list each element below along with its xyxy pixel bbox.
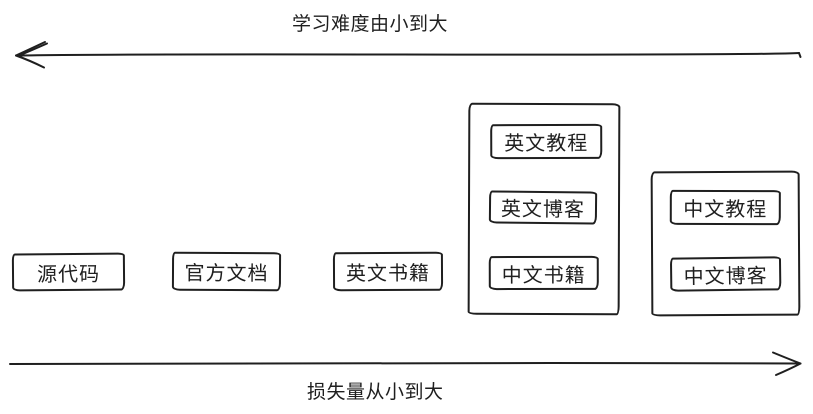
box-chinese-blogs: 中文博客 — [669, 256, 782, 292]
box-english-blogs: 英文博客 — [488, 190, 598, 225]
box-official-docs-label: 官方文档 — [184, 262, 269, 286]
left-arrow-icon — [15, 41, 802, 69]
box-english-tutorials-label: 英文教程 — [504, 132, 589, 156]
loss-axis-label: 损失量从小到大 — [307, 382, 444, 403]
box-chinese-books: 中文书籍 — [488, 255, 599, 291]
box-english-books-label: 英文书籍 — [345, 262, 431, 286]
group-box-2: 中文教程 中文博客 — [650, 170, 801, 317]
right-arrow-icon — [9, 351, 802, 376]
box-chinese-books-label: 中文书籍 — [501, 264, 586, 287]
box-source-code-label: 源代码 — [36, 263, 101, 286]
box-english-tutorials: 英文教程 — [490, 123, 603, 160]
box-official-docs: 官方文档 — [171, 251, 282, 292]
box-english-blogs-label: 英文博客 — [500, 198, 586, 222]
box-source-code: 源代码 — [11, 252, 126, 292]
box-chinese-tutorials: 中文教程 — [669, 189, 781, 226]
box-chinese-blogs-label: 中文博客 — [683, 264, 768, 289]
group-box-1: 英文教程 英文博客 中文书籍 — [467, 102, 621, 316]
difficulty-axis-label: 学习难度由小到大 — [292, 14, 449, 35]
box-chinese-tutorials-label: 中文教程 — [683, 198, 768, 222]
box-english-books: 英文书籍 — [332, 251, 444, 292]
